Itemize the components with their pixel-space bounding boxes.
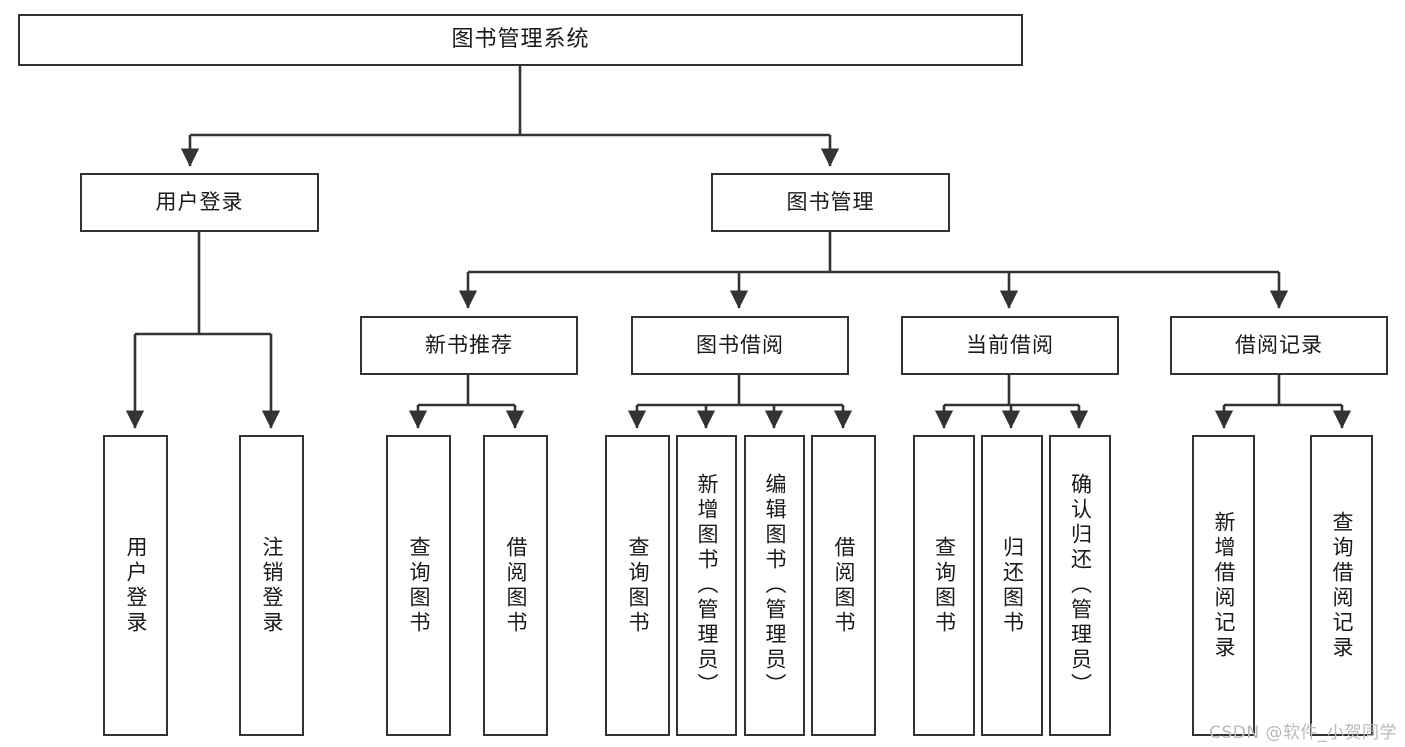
node-label: 借阅图书	[504, 535, 528, 636]
leaf-borrow-borrow-book[interactable]: 借阅图书	[811, 435, 876, 736]
node-label: 用户登录	[155, 190, 244, 215]
node-user-login[interactable]: 用户登录	[80, 173, 319, 232]
leaf-borrow-add-book-admin[interactable]: 新增图书（管理员）	[676, 435, 737, 736]
node-label: 查询借阅记录	[1330, 510, 1354, 661]
leaf-borrow-edit-book-admin[interactable]: 编辑图书（管理员）	[744, 435, 805, 736]
node-label: 当前借阅	[966, 333, 1054, 358]
node-label: 注销登录	[260, 535, 284, 636]
node-label: 确认归还（管理员）	[1068, 473, 1093, 698]
node-current-borrow[interactable]: 当前借阅	[901, 316, 1119, 375]
node-label: 新书推荐	[425, 333, 513, 358]
node-label: 新增图书（管理员）	[695, 473, 719, 698]
node-label: 查询图书	[407, 535, 431, 636]
node-label: 新增借阅记录	[1212, 510, 1236, 661]
node-label: 归还图书	[1000, 535, 1025, 636]
node-label: 图书借阅	[696, 333, 784, 358]
leaf-recommend-query-book[interactable]: 查询图书	[386, 435, 451, 736]
node-label: 借阅记录	[1235, 333, 1323, 358]
leaf-user-login-logout[interactable]: 注销登录	[239, 435, 304, 736]
node-label: 编辑图书（管理员）	[763, 473, 787, 698]
leaf-record-add-record[interactable]: 新增借阅记录	[1192, 435, 1255, 736]
leaf-record-query-record[interactable]: 查询借阅记录	[1310, 435, 1373, 736]
leaf-current-query-book[interactable]: 查询图书	[913, 435, 975, 736]
leaf-borrow-query-book[interactable]: 查询图书	[605, 435, 670, 736]
node-label: 借阅图书	[832, 535, 856, 636]
node-label: 图书管理系统	[451, 27, 590, 53]
node-book-borrow[interactable]: 图书借阅	[631, 316, 849, 375]
node-borrow-record[interactable]: 借阅记录	[1170, 316, 1388, 375]
node-label: 查询图书	[932, 535, 957, 636]
node-label: 图书管理	[786, 190, 875, 215]
node-book-management[interactable]: 图书管理	[711, 173, 950, 232]
leaf-recommend-borrow-book[interactable]: 借阅图书	[483, 435, 548, 736]
node-label: 查询图书	[626, 535, 650, 636]
leaf-user-login-login[interactable]: 用户登录	[103, 435, 168, 736]
node-new-book-recommend[interactable]: 新书推荐	[360, 316, 578, 375]
leaf-current-return-book[interactable]: 归还图书	[981, 435, 1043, 736]
leaf-current-confirm-return-admin[interactable]: 确认归还（管理员）	[1049, 435, 1111, 736]
node-label: 用户登录	[124, 535, 148, 636]
csdn-watermark: CSDN @软件_小贺同学	[1209, 723, 1397, 743]
node-root-system[interactable]: 图书管理系统	[18, 14, 1023, 66]
